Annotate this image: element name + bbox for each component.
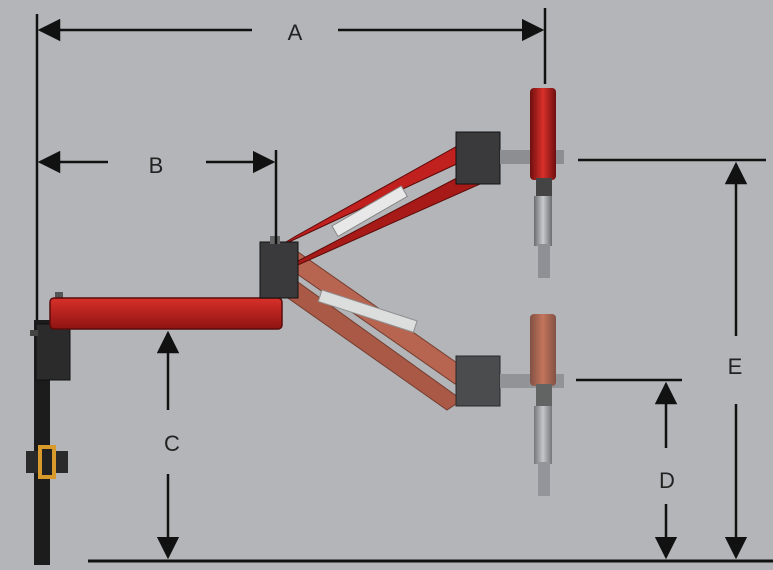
label-a: A (288, 20, 303, 45)
horizontal-arm (49, 297, 283, 330)
dimension-e: E (578, 158, 766, 560)
dimension-c: C (156, 330, 180, 560)
upper-arm-position (275, 88, 564, 278)
dimension-a: A (37, 8, 547, 84)
stand-post (26, 292, 71, 565)
label-e: E (728, 354, 743, 379)
lower-arm-position (267, 251, 564, 496)
label-d: D (659, 468, 675, 493)
label-c: C (164, 431, 180, 456)
dimension-d: D (576, 378, 682, 560)
elbow-pivot-block (259, 241, 299, 299)
label-b: B (149, 153, 164, 178)
dimension-b: B (37, 150, 278, 244)
